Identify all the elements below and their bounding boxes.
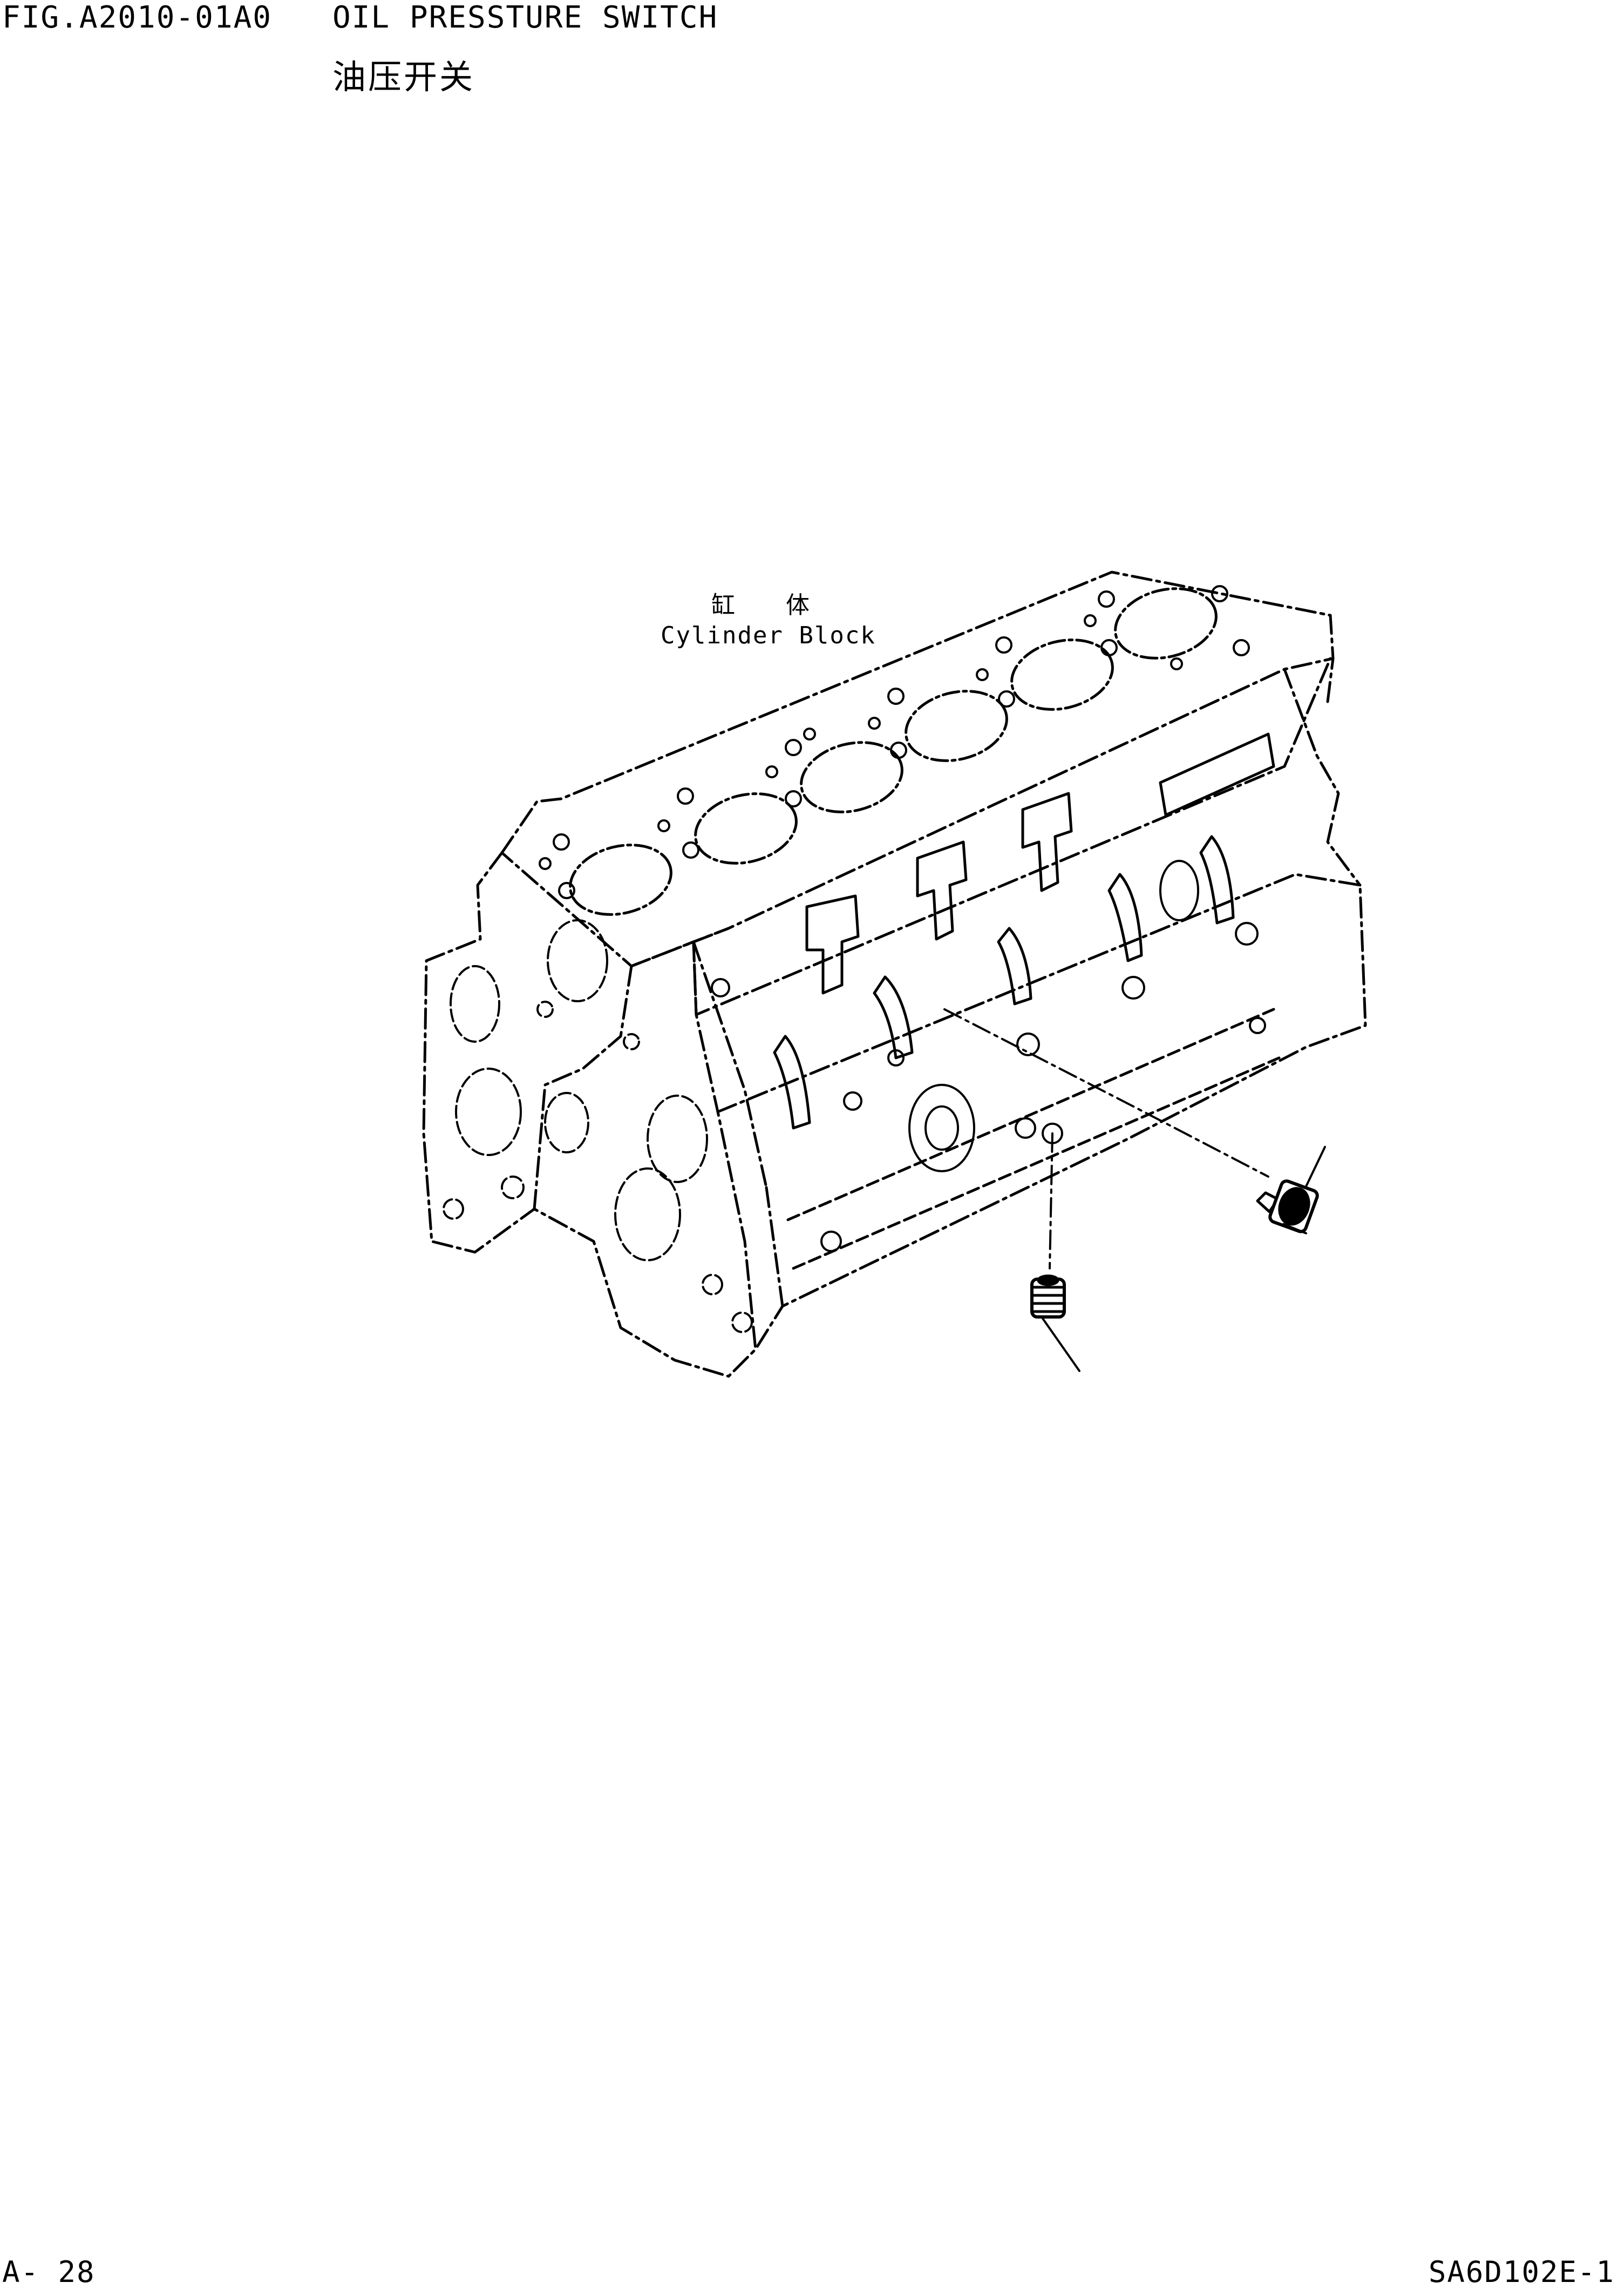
- drain-plug: [1030, 1274, 1066, 1319]
- part-label-english: Cylinder Block: [661, 622, 876, 649]
- document-code: SA6D102E-1: [1428, 2255, 1615, 2289]
- deck-bolt-holes: [539, 585, 1250, 899]
- part-label-chinese: 缸 体: [711, 592, 831, 619]
- page-number: A- 28: [2, 2255, 96, 2289]
- crankcase-rail: [786, 1008, 1281, 1270]
- figure-title-english: OIL PRESSTURE SWITCH: [332, 0, 718, 35]
- oil-pressure-switch: [1256, 1179, 1319, 1234]
- figure-title-chinese: 油压开关: [332, 57, 475, 97]
- cylinder-bores: [569, 587, 1218, 916]
- callout-lines: [1041, 1146, 1326, 1372]
- side-bosses: [711, 860, 1266, 1252]
- block-top-deck: [500, 570, 1335, 968]
- leader-lines: [943, 1008, 1269, 1269]
- block-front-face: [422, 851, 768, 1378]
- front-face-details: [443, 919, 753, 1333]
- side-ribs: [773, 732, 1275, 1130]
- block-side-face: [692, 657, 1367, 1351]
- figure-code: FIG.A2010-01A0: [2, 0, 273, 35]
